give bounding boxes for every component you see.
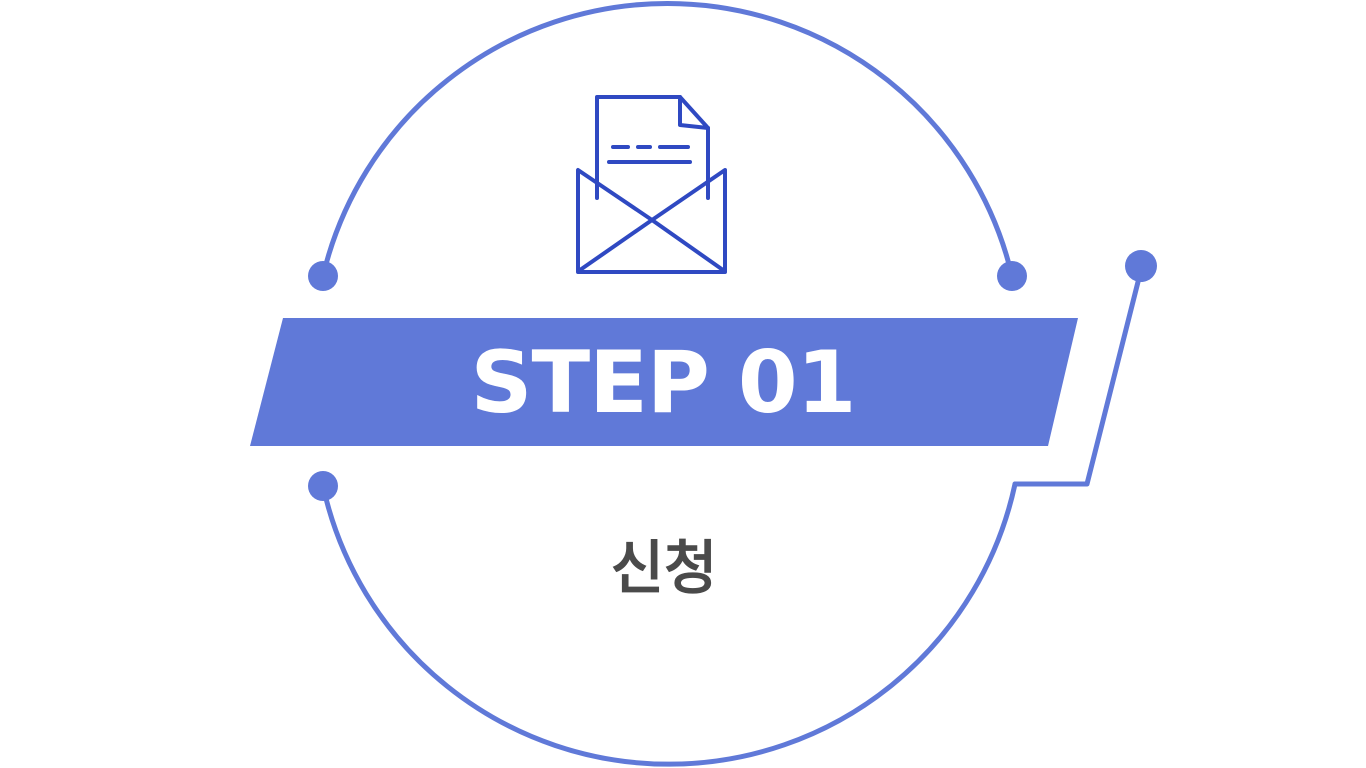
step-title: 신청 [611,534,718,602]
document-fold-corner [678,95,710,130]
envelope-body [576,168,727,274]
circle-arc-bottom [320,481,1018,767]
envelope-document-icon [576,95,727,274]
step-label: STEP 01 [471,333,856,433]
dot-top-right [997,261,1027,291]
circle-arc-top [320,1,1015,279]
dot-bottom-left [308,471,338,501]
dot-top-left [308,261,338,291]
connector-line [1012,267,1144,487]
dot-connector-end [1125,250,1157,282]
envelope-flap [578,218,725,272]
step-banner [250,318,1078,446]
